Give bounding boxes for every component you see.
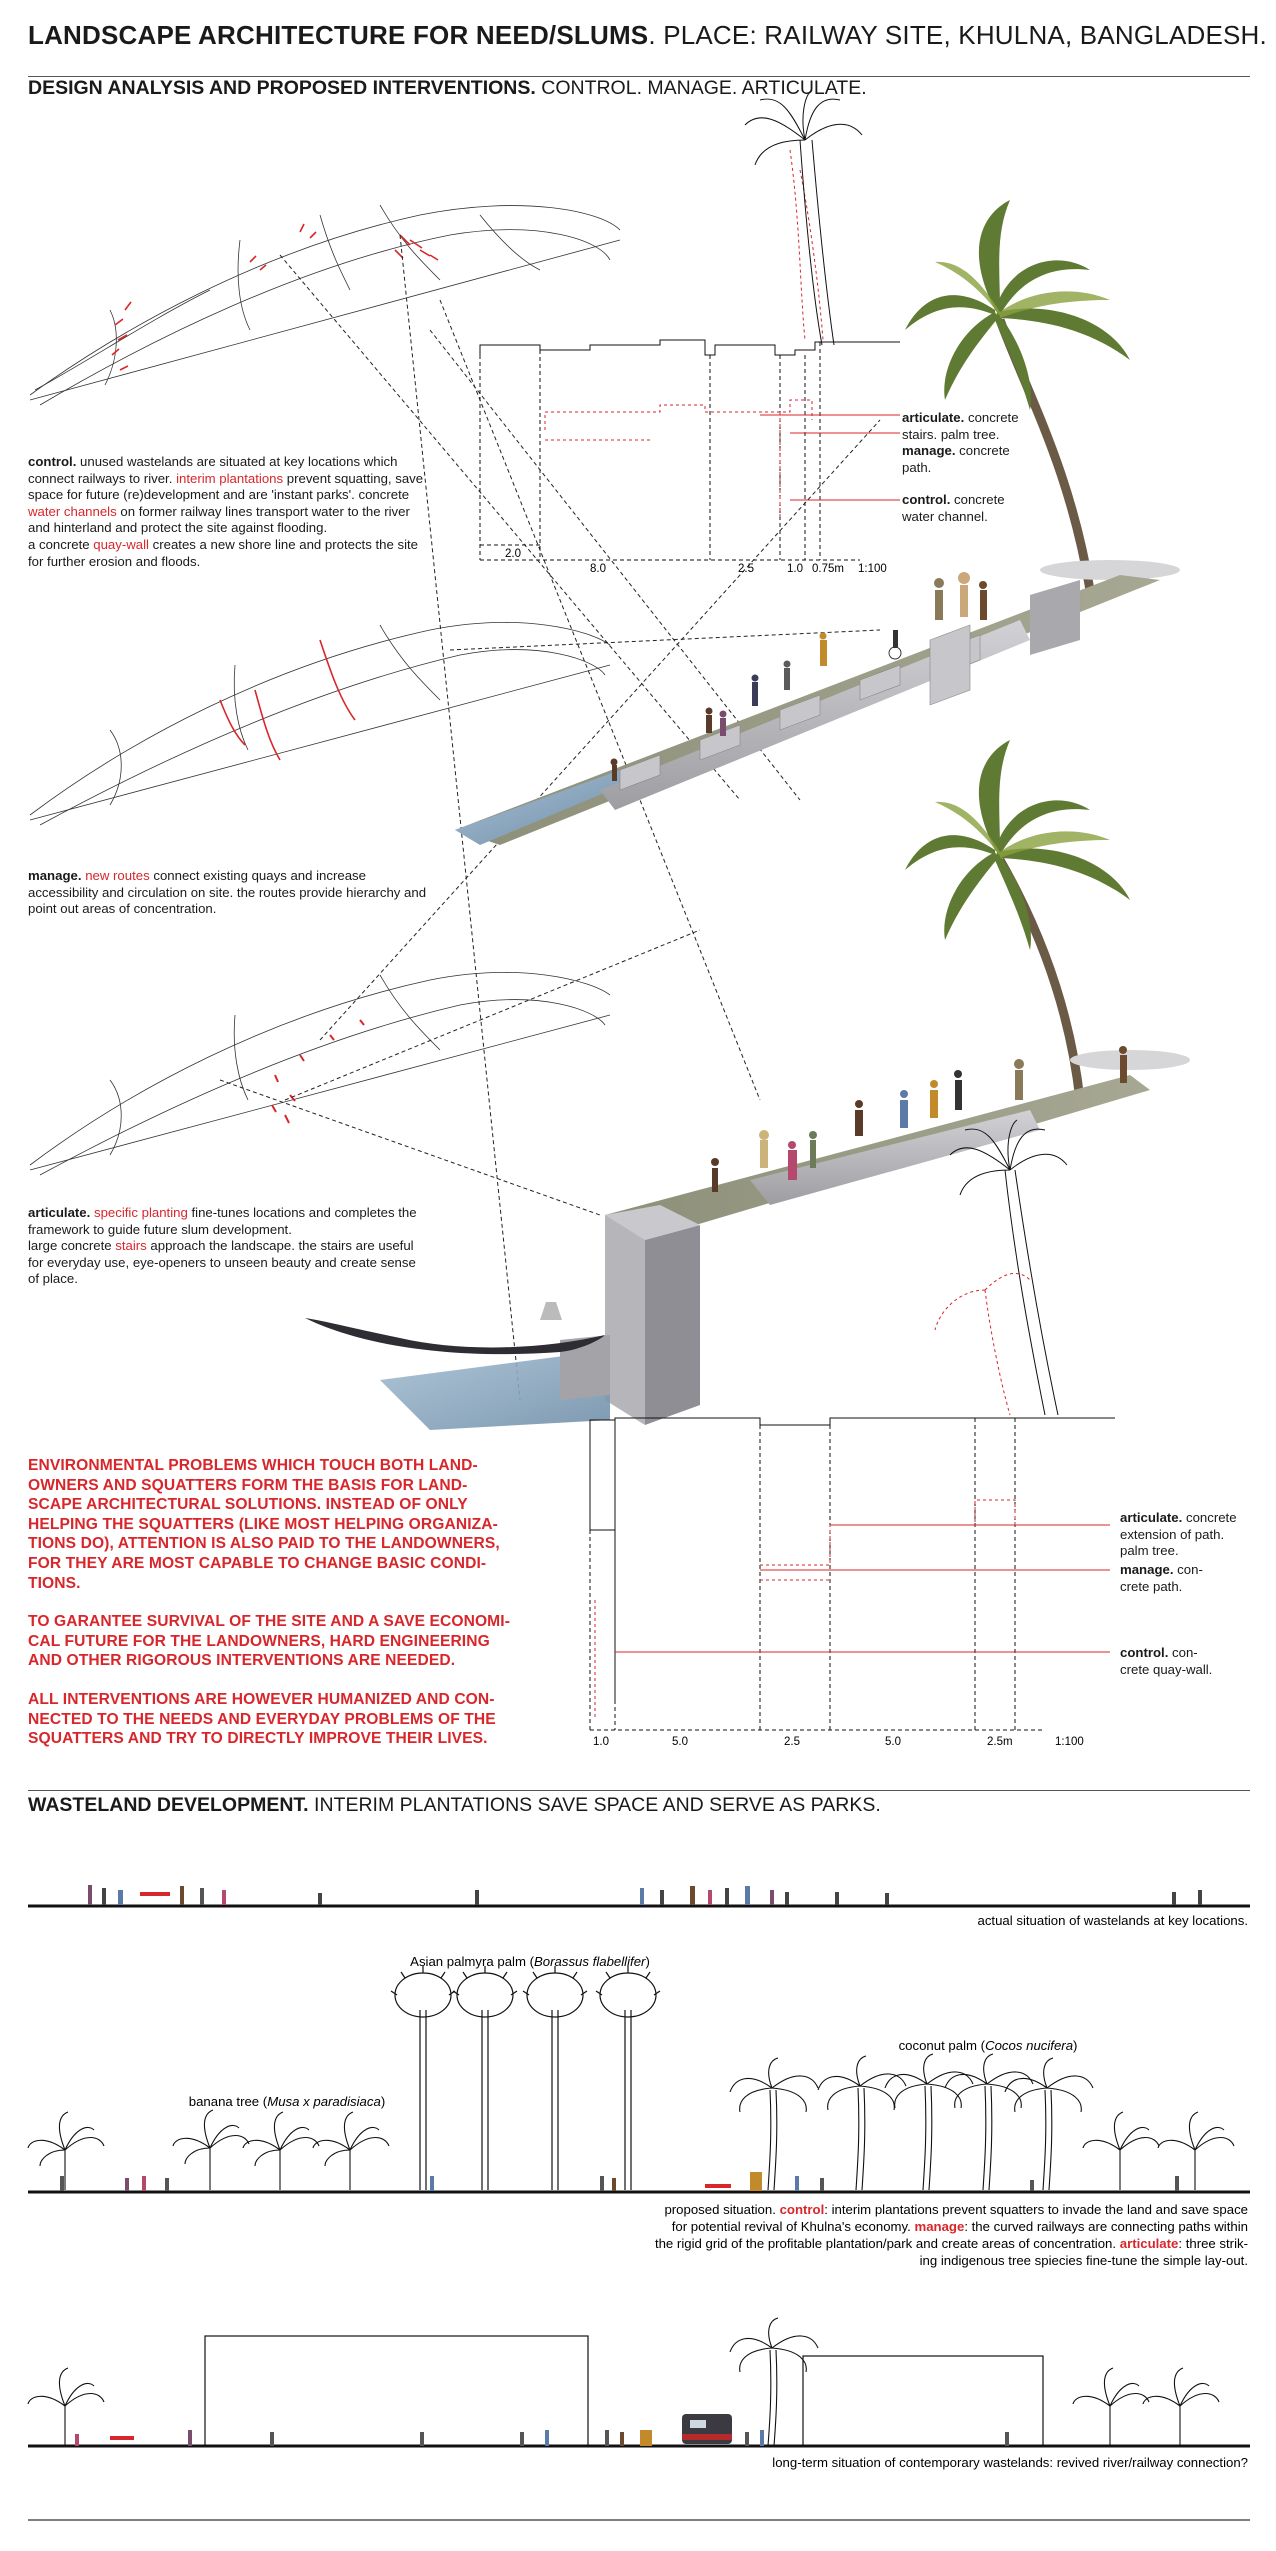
people-figures bbox=[610, 572, 987, 781]
coconut-palm-icon bbox=[729, 2053, 1094, 2191]
people-figures bbox=[711, 1046, 1127, 1192]
statement-paragraph-2: TO GARANTEE SURVIVAL OF THE SITE AND A S… bbox=[28, 1613, 511, 1670]
caption-proposed-3: the rigid grid of the profitable plantat… bbox=[655, 2236, 1248, 2251]
section-divider bbox=[28, 1790, 1250, 1791]
coconut-palm-tree-icon bbox=[905, 200, 1180, 591]
coconut-palm-icon bbox=[729, 2317, 819, 2447]
dim-label: 1.0 bbox=[593, 1736, 609, 1748]
statement-block: ENVIRONMENTAL PROBLEMS WHICH TOUCH BOTH … bbox=[28, 1456, 588, 1749]
design-illustration: 2.0 8.0 2.5 1.0 0.75m 1:100 bbox=[29, 90, 1190, 1748]
statement-paragraph-1: ENVIRONMENTAL PROBLEMS WHICH TOUCH BOTH … bbox=[28, 1457, 500, 1592]
label-banana: banana tree (Musa x paradisiaca) bbox=[189, 2094, 385, 2109]
site-map-articulate bbox=[29, 972, 611, 1176]
dim-label: 2.5m bbox=[987, 1736, 1013, 1748]
manage-description: manage. new routes connect existing quay… bbox=[28, 868, 427, 917]
cross-section-1 bbox=[479, 149, 900, 561]
dim-label: 5.0 bbox=[672, 1736, 688, 1748]
coconut-palm-tree-icon bbox=[905, 740, 1190, 1101]
section2-manage-note: manage. con-crete path. bbox=[1120, 1562, 1203, 1594]
caption-proposed-2: for potential revival of Khulna's econom… bbox=[672, 2219, 1248, 2234]
palm-sketch-icon bbox=[934, 1119, 1068, 1416]
concrete-path-quay-wall bbox=[380, 1075, 1150, 1430]
dim-label: 2.0 bbox=[505, 548, 521, 560]
label-palmyra: Asian palmyra palm (Borassus flabellifer… bbox=[410, 1954, 650, 1969]
scale-label: 1:100 bbox=[858, 563, 887, 575]
people-figures bbox=[60, 2172, 1179, 2191]
wasteland-elevations: actual situation of wastelands at key lo… bbox=[27, 1885, 1250, 2521]
banana-tree-icon bbox=[27, 2109, 1235, 2190]
dim-label: 2.5 bbox=[738, 563, 754, 575]
banana-tree-icon bbox=[27, 2367, 1220, 2446]
people-figures bbox=[75, 2430, 1009, 2446]
dim-label: 8.0 bbox=[590, 563, 606, 575]
section2-control-note: control. con-crete quay-wall. bbox=[1120, 1645, 1213, 1677]
dim-label: 1.0 bbox=[787, 563, 803, 575]
future-building-outline bbox=[204, 2335, 589, 2447]
people-figures bbox=[88, 1885, 1202, 1905]
statement-paragraph-3: ALL INTERVENTIONS ARE HOWEVER HUMANIZED … bbox=[28, 1690, 496, 1748]
page-title: LANDSCAPE ARCHITECTURE FOR NEED/SLUMS. P… bbox=[28, 20, 1267, 50]
control-description: control. unused wastelands are situated … bbox=[28, 454, 424, 569]
caption-proposed-1: proposed situation. control: interim pla… bbox=[664, 2202, 1248, 2217]
header-divider bbox=[28, 76, 1250, 77]
palm-sketch-icon bbox=[744, 90, 863, 346]
palmyra-palm-icon bbox=[390, 1966, 661, 2190]
concrete-stairs-illustration bbox=[455, 575, 1160, 845]
train-icon bbox=[682, 2414, 732, 2444]
section-heading-design-analysis: DESIGN ANALYSIS AND PROPOSED INTERVENTIO… bbox=[28, 77, 867, 99]
future-building-outline bbox=[802, 2355, 1044, 2447]
caption-proposed-4: ing indigenous tree spiecies fine-tune t… bbox=[920, 2253, 1248, 2268]
caption-actual: actual situation of wastelands at key lo… bbox=[978, 1913, 1249, 1928]
boat-icon bbox=[305, 1302, 605, 1355]
cross-section-2 bbox=[589, 1417, 1115, 1731]
articulate-description: articulate. specific planting fine-tunes… bbox=[28, 1205, 417, 1287]
label-coconut: coconut palm (Cocos nucifera) bbox=[899, 2038, 1078, 2053]
site-map-control bbox=[29, 204, 621, 406]
caption-long-term: long-term situation of contemporary wast… bbox=[772, 2455, 1248, 2470]
dim-label: 5.0 bbox=[885, 1736, 901, 1748]
dim-label: 2.5 bbox=[784, 1736, 800, 1748]
dim-label: 0.75m bbox=[812, 563, 844, 575]
scale-label: 1:100 bbox=[1055, 1736, 1084, 1748]
site-map-manage bbox=[29, 622, 611, 826]
section-heading-wasteland: WASTELAND DEVELOPMENT. INTERIM PLANTATIO… bbox=[28, 1794, 881, 1816]
